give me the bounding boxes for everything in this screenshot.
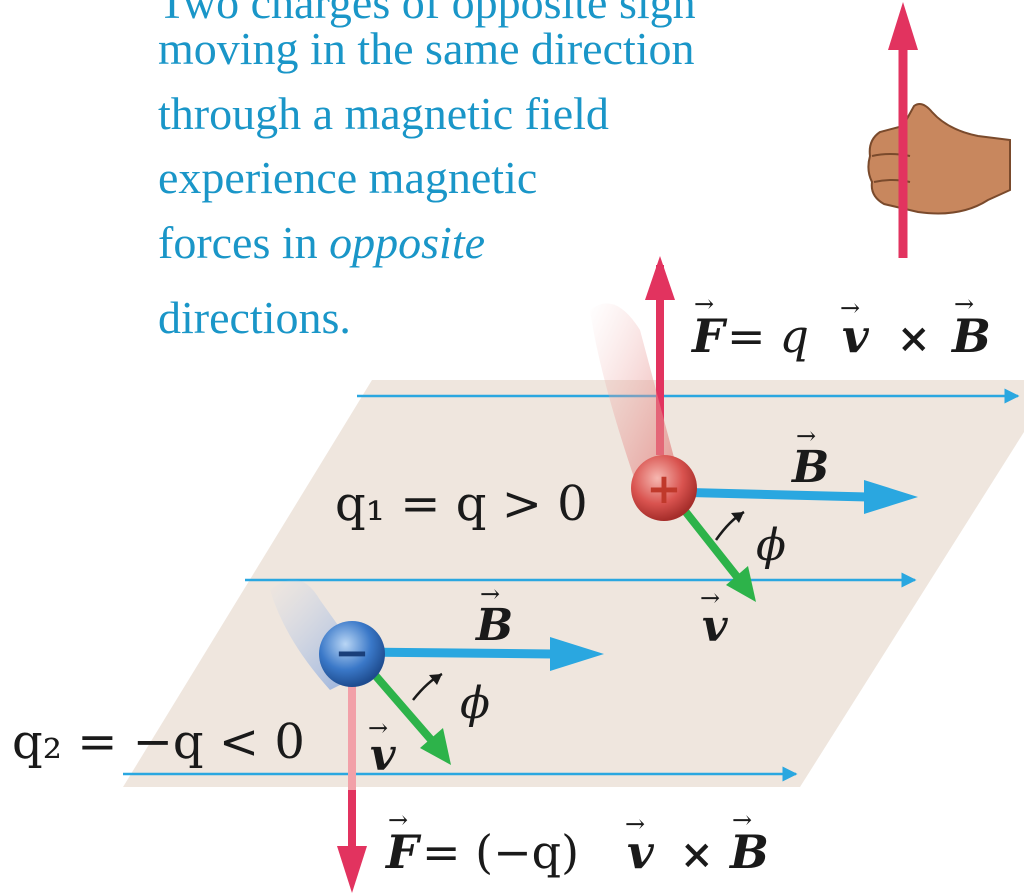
negative-charge bbox=[319, 621, 385, 687]
minus-sign-icon: − bbox=[334, 628, 369, 677]
b-label-1: B → bbox=[790, 422, 829, 493]
svg-text:=q: =q bbox=[727, 309, 809, 363]
force-2-equation: F → = (−q) v → × B → bbox=[384, 806, 769, 879]
b-label-1-letter: B bbox=[790, 442, 829, 493]
v-label-2-letter: v bbox=[370, 730, 396, 781]
force-1-F-vec: → bbox=[694, 290, 714, 318]
v-vector-2-arrowhead bbox=[420, 728, 451, 765]
right-hand-rule-icon bbox=[867, 2, 1011, 258]
force-2-v: v bbox=[627, 825, 655, 879]
v-label-2-vec: → bbox=[368, 714, 388, 742]
b-label-2-letter: B bbox=[474, 600, 513, 651]
v-label-1: v → bbox=[700, 584, 728, 652]
b-label-2: B → bbox=[474, 580, 513, 651]
caption-opposite-emphasis: opposite bbox=[329, 217, 485, 268]
force-1-B: B bbox=[950, 309, 991, 363]
magnetic-field-lines bbox=[123, 388, 1020, 782]
v-vector-1-arrowhead bbox=[726, 566, 756, 602]
caption: Two charges of opposite sign moving in t… bbox=[158, 0, 696, 343]
phi-label-1: ϕ bbox=[756, 520, 786, 571]
positive-charge-group: + bbox=[590, 256, 918, 602]
thumb-force-arrowhead bbox=[888, 2, 918, 50]
b-label-1-vec: → bbox=[796, 422, 816, 450]
positive-charge-trail bbox=[590, 303, 680, 495]
positive-charge bbox=[631, 455, 697, 521]
force-1-arrowhead bbox=[645, 256, 675, 300]
force-2-mid: = (−q) bbox=[422, 825, 579, 879]
v-label-2: v → bbox=[368, 714, 396, 781]
q1-text: q₁ = q > 0 bbox=[335, 476, 588, 532]
force-1-F: F bbox=[690, 309, 728, 363]
b-vector-1-arrowhead bbox=[864, 480, 918, 514]
angle-arc-2-arrowhead bbox=[429, 674, 442, 685]
phi-label-2: ϕ bbox=[460, 678, 490, 729]
q1-label: q₁ = q > 0 bbox=[335, 476, 588, 532]
caption-line-1: moving in the same direction bbox=[158, 23, 695, 74]
b-vector-1-shaft bbox=[669, 487, 869, 502]
angle-arc-1-arrowhead bbox=[731, 512, 744, 523]
caption-line-4: forces in opposite bbox=[158, 217, 485, 268]
caption-line-3: experience magnetic bbox=[158, 152, 537, 203]
v-label-1-vec: → bbox=[700, 584, 720, 612]
force-1-equation: F → =q v → × B → bbox=[690, 290, 991, 363]
b-vector-2-shaft bbox=[354, 647, 554, 659]
v-label-1-letter: v bbox=[702, 601, 728, 652]
q2-text: q₂ = −q < 0 bbox=[12, 714, 305, 770]
force-2-B-vec: → bbox=[732, 806, 752, 834]
force-1-B-vec: → bbox=[954, 290, 974, 318]
b-vector-2-arrowhead bbox=[550, 637, 604, 671]
force-1-q: q bbox=[780, 309, 809, 363]
plus-sign-icon: + bbox=[646, 464, 681, 513]
force-2-B: B bbox=[728, 825, 769, 879]
force-1-equals: = bbox=[727, 309, 766, 363]
force-1-v: v bbox=[842, 309, 870, 363]
force-2-times: × bbox=[680, 831, 714, 878]
b-label-2-vec: → bbox=[480, 580, 500, 608]
force-2-arrowhead bbox=[337, 846, 367, 893]
caption-line-2: through a magnetic field bbox=[158, 88, 609, 139]
force-2-v-vec: → bbox=[625, 810, 645, 838]
caption-line-4-start: forces in bbox=[158, 217, 329, 268]
q2-label: q₂ = −q < 0 bbox=[12, 714, 305, 770]
force-2-F: F bbox=[384, 825, 422, 879]
caption-line-5: directions. bbox=[158, 292, 351, 343]
force-1-times: × bbox=[897, 315, 931, 362]
force-1-v-vec: → bbox=[840, 294, 860, 322]
caption-line-0: Two charges of opposite sign bbox=[158, 0, 696, 28]
force-2-F-vec: → bbox=[388, 806, 408, 834]
negative-charge-group: − bbox=[270, 579, 604, 893]
